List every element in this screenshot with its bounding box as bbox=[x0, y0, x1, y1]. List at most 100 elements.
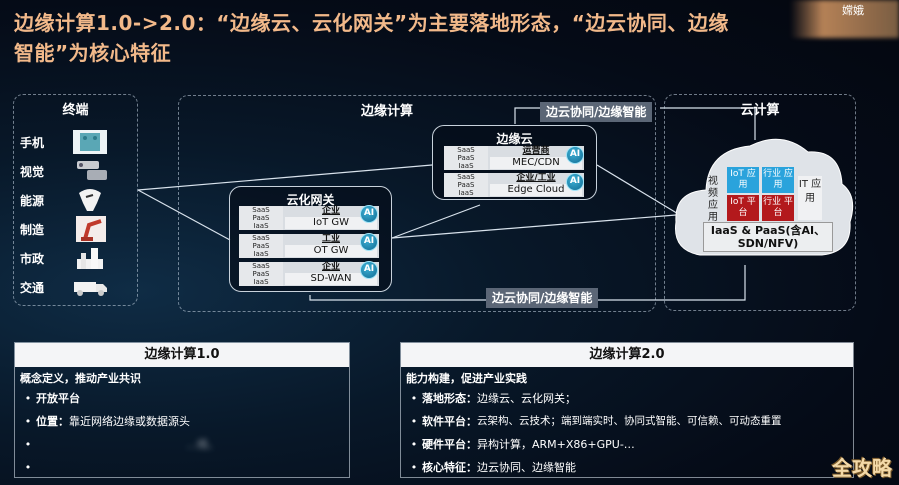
iot-platform-label: IoT 平台 bbox=[730, 197, 756, 218]
stack-value: SD-WAN bbox=[285, 273, 377, 285]
edge-computing-1-table: 边缘计算1.0 概念定义，推动产业共识 • 开放平台 • 位置： 靠近网络边缘或… bbox=[14, 342, 350, 478]
table2-bullet: • 核心特征： 边云协同、边缘智能 bbox=[401, 456, 853, 479]
stack-kind: 企业 bbox=[321, 262, 340, 272]
layer-iaas: IaaS bbox=[253, 250, 269, 258]
table2-header: 边缘计算2.0 bbox=[401, 343, 853, 367]
table1-bullet: • 开放平台 bbox=[15, 387, 349, 410]
bullet-value: 边缘云、云化网关； bbox=[477, 392, 576, 405]
ai-badge-icon: AI bbox=[566, 146, 584, 164]
layer-saas: SaaS bbox=[252, 206, 270, 214]
table1-bullet: • bbox=[15, 456, 349, 479]
stack-sd-wan: SaaS PaaS IaaS 企业 SD-WAN bbox=[239, 262, 379, 286]
bullet-dot: • bbox=[410, 438, 418, 451]
stack-main: 企业 SD-WAN bbox=[283, 262, 379, 286]
truck-icon bbox=[70, 275, 110, 299]
bullet-dot: • bbox=[24, 392, 32, 405]
stack-mec-cdn: SaaS PaaS IaaS 运营商 MEC/CDN bbox=[444, 146, 584, 170]
edge-computing-panel: 边缘计算 bbox=[178, 95, 656, 312]
watermark-top: 嫦娥 bbox=[842, 4, 864, 17]
sync-tag-bottom: 边云协同/边缘智能 bbox=[486, 288, 599, 308]
energy-meter-icon bbox=[70, 188, 110, 212]
bullet-key: 核心特征： bbox=[422, 461, 477, 474]
stack-main: 企业/工业 Edge Cloud bbox=[488, 173, 584, 197]
table1-bullet: • …络、 bbox=[15, 433, 349, 456]
stack-value: OT GW bbox=[285, 245, 377, 257]
city-building-icon bbox=[70, 246, 110, 270]
title-line-1: 边缘计算1.0->2.0：“边缘云、云化网关”为主要落地形态，“边云协同、边缘 bbox=[14, 11, 729, 35]
iaas-paas-label: IaaS & PaaS(含AI、SDN/NFV) bbox=[710, 224, 826, 250]
terminals-label: 终端 bbox=[62, 103, 89, 118]
terminal-label: 能源 bbox=[20, 193, 45, 208]
table1-bullet: • 位置： 靠近网络边缘或数据源头 bbox=[15, 410, 349, 433]
table2-subtitle: 能力构建，促进产业实践 bbox=[406, 372, 527, 385]
bullet-key: 开放平台 bbox=[36, 392, 80, 405]
camera-icon bbox=[70, 159, 110, 183]
ai-badge-icon: AI bbox=[360, 233, 378, 251]
bullet-value: 异构计算，ARM+X86+GPU-… bbox=[477, 438, 635, 451]
layer-paas: PaaS bbox=[252, 242, 270, 250]
terminal-energy: 能源 bbox=[20, 188, 130, 212]
bullet-dot: • bbox=[24, 461, 32, 474]
ai-badge-icon: AI bbox=[360, 205, 378, 223]
bullet-value: 边云协同、边缘智能 bbox=[477, 461, 576, 474]
ai-badge-icon: AI bbox=[566, 173, 584, 191]
industry-app-cell: 行业 应用 bbox=[762, 167, 794, 193]
stack-layers: SaaS PaaS IaaS bbox=[239, 206, 283, 230]
table2-bullet: • 软件平台： 云架构、云技术；端到端实时、协同式智能、可信赖、可动态重置 bbox=[401, 410, 853, 433]
stack-kind: 企业/工业 bbox=[516, 173, 556, 183]
stack-layers: SaaS PaaS IaaS bbox=[444, 146, 488, 170]
title-line-2: 智能”为核心特征 bbox=[14, 41, 172, 65]
bullet-value: …络、 bbox=[186, 438, 219, 451]
robot-arm-icon bbox=[70, 216, 110, 242]
cloud-gateway-title: 云化网关 bbox=[286, 193, 335, 207]
terminal-manufacturing: 制造 bbox=[20, 216, 130, 242]
table2-bullet: • 硬件平台： 异构计算，ARM+X86+GPU-… bbox=[401, 433, 853, 456]
stack-value: MEC/CDN bbox=[490, 157, 582, 169]
slide-title: 边缘计算1.0->2.0：“边缘云、云化网关”为主要落地形态，“边云协同、边缘 … bbox=[14, 8, 874, 68]
bullet-value: 靠近网络边缘或数据源头 bbox=[69, 415, 190, 428]
bullet-dot: • bbox=[410, 392, 418, 405]
terminal-phone: 手机 bbox=[20, 130, 130, 154]
terminal-label: 手机 bbox=[20, 135, 45, 150]
terminal-label: 交通 bbox=[20, 280, 45, 295]
bullet-key: 硬件平台： bbox=[422, 438, 477, 451]
iaas-paas-base: IaaS & PaaS(含AI、SDN/NFV) bbox=[703, 222, 833, 252]
layer-saas: SaaS bbox=[457, 146, 475, 154]
layer-iaas: IaaS bbox=[458, 189, 474, 197]
layer-paas: PaaS bbox=[252, 270, 270, 278]
cloud-computing-panel: 云计算 bbox=[664, 94, 856, 311]
edge-computing-label: 边缘计算 bbox=[360, 104, 413, 119]
it-app-label: IT 应用 bbox=[798, 179, 822, 204]
layer-paas: PaaS bbox=[457, 181, 475, 189]
video-app-label: 视频应用 bbox=[708, 176, 718, 223]
stack-layers: SaaS PaaS IaaS bbox=[239, 262, 283, 286]
layer-iaas: IaaS bbox=[458, 162, 474, 170]
terminal-vision: 视觉 bbox=[20, 159, 130, 183]
table2-bullet: • 落地形态： 边缘云、云化网关； bbox=[401, 387, 853, 410]
industry-app-label: 行业 应用 bbox=[763, 169, 793, 190]
stack-layers: SaaS PaaS IaaS bbox=[444, 173, 488, 197]
stack-value: Edge Cloud bbox=[490, 184, 582, 196]
stack-kind: 运营商 bbox=[522, 146, 550, 156]
iot-platform-cell: IoT 平台 bbox=[727, 195, 759, 221]
ai-badge-icon: AI bbox=[360, 261, 378, 279]
stack-main: 工业 OT GW bbox=[283, 234, 379, 258]
table1-subtitle: 概念定义，推动产业共识 bbox=[20, 372, 141, 385]
stack-kind: 工业 bbox=[321, 234, 340, 244]
stack-main: 运营商 MEC/CDN bbox=[488, 146, 584, 170]
bullet-key: 软件平台： bbox=[422, 415, 477, 428]
phone-icon bbox=[70, 130, 110, 154]
stack-iot-gw: SaaS PaaS IaaS 企业 IoT GW bbox=[239, 206, 379, 230]
terminal-transport: 交通 bbox=[20, 275, 130, 299]
industry-platform-cell: 行业 平台 bbox=[762, 195, 794, 221]
terminal-label: 市政 bbox=[20, 251, 45, 266]
stack-main: 企业 IoT GW bbox=[283, 206, 379, 230]
stack-kind: 企业 bbox=[321, 206, 340, 216]
terminal-label: 视觉 bbox=[20, 164, 45, 179]
watermark-blur bbox=[790, 0, 899, 38]
bullet-key: 落地形态： bbox=[422, 392, 477, 405]
industry-platform-label: 行业 平台 bbox=[763, 197, 793, 218]
bullet-key: 位置： bbox=[36, 415, 69, 428]
stack-edge-cloud: SaaS PaaS IaaS 企业/工业 Edge Cloud bbox=[444, 173, 584, 197]
